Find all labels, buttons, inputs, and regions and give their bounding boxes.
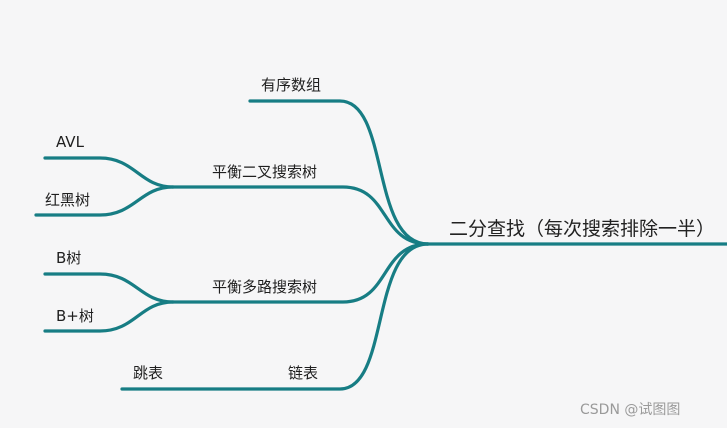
node-balanced-bst[interactable]: 平衡二叉搜索树	[212, 163, 318, 181]
node-avl[interactable]: AVL	[56, 133, 84, 151]
edge-root-bst	[171, 185, 430, 246]
edge-bst-rbtree	[34, 185, 175, 217]
node-balanced-multiway-tree[interactable]: 平衡多路搜索树	[212, 278, 318, 296]
node-b-tree[interactable]: B树	[56, 249, 82, 267]
edge-root-sorted-array	[248, 99, 430, 246]
node-b-plus-tree[interactable]: B+树	[56, 307, 94, 325]
edge-multiway-btree	[43, 272, 175, 304]
edge-bst-avl	[43, 156, 175, 189]
node-skip-list[interactable]: 跳表	[133, 364, 164, 382]
node-linked-list[interactable]: 链表	[288, 364, 319, 382]
edge-multiway-bplus	[43, 300, 175, 333]
node-sorted-array[interactable]: 有序数组	[261, 76, 322, 94]
node-red-black-tree[interactable]: 红黑树	[45, 191, 91, 209]
edge-root-linked-list	[120, 242, 430, 391]
watermark-text: CSDN @试图图	[580, 402, 681, 418]
root-node-binary-search[interactable]: 二分查找（每次搜索排除一半）	[449, 218, 716, 240]
